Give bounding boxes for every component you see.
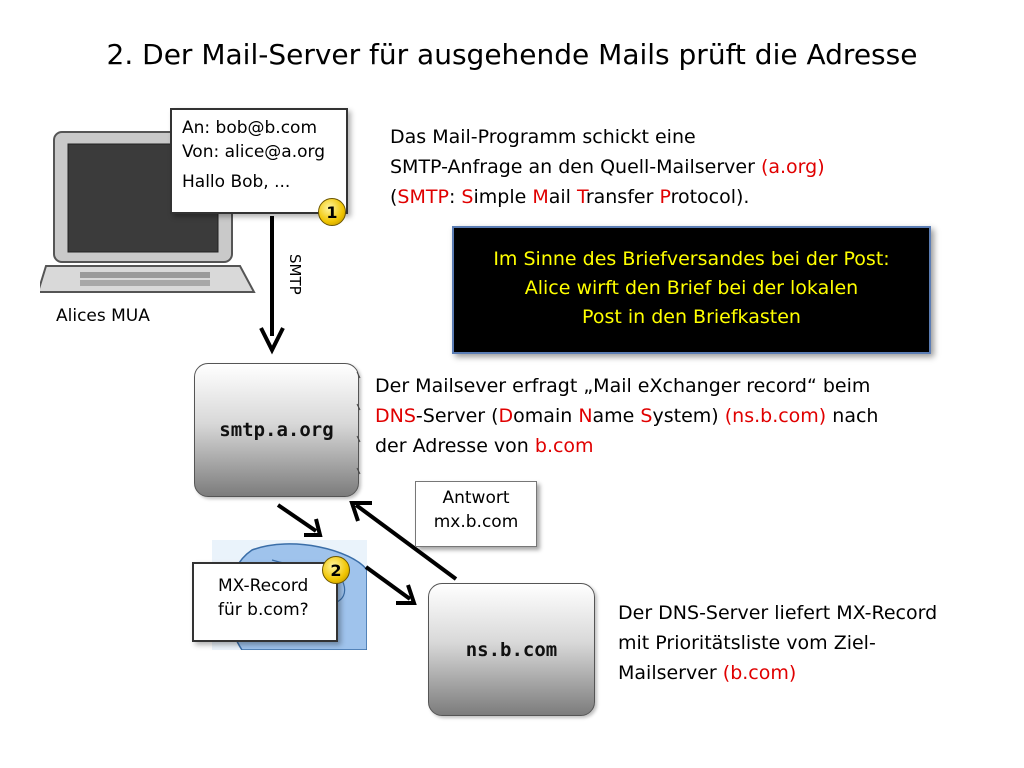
arrow-note-to-dns — [364, 565, 417, 605]
p1-seg: : — [448, 186, 462, 208]
callout-line3: Post in den Briefkasten — [582, 306, 801, 328]
p1-seg: ( — [390, 186, 398, 208]
paragraph-mx-query: Der Mailsever erfragt „Mail eXchanger re… — [375, 371, 935, 461]
p1-line1: Das Mail-Programm schickt eine — [390, 126, 696, 148]
p1-smtp-acronym: SMTP — [397, 186, 449, 208]
p2-letter-d: D — [498, 405, 514, 427]
mail-note: An: bob@b.com Von: alice@a.org Hallo Bob… — [170, 108, 348, 214]
p2-letter-n: N — [578, 405, 593, 427]
p1-seg: ail — [548, 186, 577, 208]
p3-line3: Mailserver (b.com) — [618, 658, 998, 688]
p2-target-domain: b.com — [534, 435, 594, 457]
p2-dns-host: (ns.b.com) — [724, 405, 827, 427]
callout-line2: Alice wirft den Brief bei der lokalen — [524, 277, 859, 299]
p2-line1: Der Mailsever erfragt „Mail eXchanger re… — [375, 375, 871, 397]
step-badge-1: 1 — [318, 198, 346, 226]
p2-seg: ame — [592, 405, 641, 427]
p1-source-domain: (a.org) — [760, 156, 825, 178]
p2-letter-s: S — [640, 405, 653, 427]
p1-line2: SMTP-Anfrage an den Quell-Mailserver (a.… — [390, 152, 910, 182]
server-edge-ticks — [356, 371, 361, 475]
p3-line3-text: Mailserver — [618, 662, 723, 684]
p2-seg: ystem) — [652, 405, 725, 427]
query-arrows — [276, 501, 458, 605]
p1-line3: (SMTP: Simple Mail Transfer Protocol). — [390, 182, 910, 212]
mx-note-line1: MX-Record — [218, 576, 309, 596]
mail-to-line: An: bob@b.com — [182, 118, 318, 138]
p2-dns-acronym: DNS — [375, 405, 416, 427]
p2-seg: -Server ( — [415, 405, 499, 427]
mail-from-line: Von: alice@a.org — [182, 142, 325, 162]
p1-seg: imple — [473, 186, 533, 208]
callout-line1: Im Sinne des Briefversandes bei der Post… — [493, 248, 890, 270]
p1-seg: rotocol). — [670, 186, 750, 208]
post-analogy-callout: Im Sinne des Briefversandes bei der Post… — [452, 226, 931, 354]
p1-letter-m: M — [532, 186, 549, 208]
p1-letter-p: P — [659, 186, 671, 208]
p2-line2: DNS-Server (Domain Name System) (ns.b.co… — [375, 401, 935, 431]
arrow-dns-reply — [349, 501, 458, 581]
p3-line1: Der DNS-Server liefert MX-Record — [618, 602, 938, 624]
mua-caption: Alices MUA — [56, 306, 150, 326]
paragraph-dns-reply: Der DNS-Server liefert MX-Record mit Pri… — [618, 598, 998, 688]
p2-seg: omain — [513, 405, 579, 427]
smtp-server: smtp.a.org — [194, 363, 359, 497]
p2-line3: der Adresse von b.com — [375, 431, 935, 461]
arrow-smtp-to-badge — [276, 503, 323, 537]
p3-target-domain: (b.com) — [722, 662, 797, 684]
mx-record-note: MX-Record für b.com? — [192, 562, 338, 642]
p1-letter-s: S — [461, 186, 474, 208]
answer-line2: mx.b.com — [433, 512, 519, 532]
p1-seg: ransfer — [585, 186, 660, 208]
p1-letter-t: T — [576, 186, 586, 208]
p3-line2: mit Prioritätsliste vom Ziel- — [618, 632, 876, 654]
mail-body-line: Hallo Bob, ... — [182, 172, 291, 192]
slide-title: 2. Der Mail-Server für ausgehende Mails … — [106, 38, 918, 71]
p2-seg: nach — [826, 405, 879, 427]
smtp-arrow-label: SMTP — [286, 254, 304, 295]
mx-note-line2: für b.com? — [218, 600, 309, 620]
paragraph-mua-request: Das Mail-Programm schickt eine SMTP-Anfr… — [390, 122, 910, 212]
p2-line3-text: der Adresse von — [375, 435, 535, 457]
smtp-arrow — [259, 216, 285, 355]
p1-line2-text: SMTP-Anfrage an den Quell-Mailserver — [390, 156, 761, 178]
answer-line1: Antwort — [442, 488, 510, 508]
dns-server: ns.b.com — [428, 583, 595, 716]
step-badge-2: 2 — [322, 556, 350, 584]
answer-box: Antwort mx.b.com — [415, 481, 537, 547]
